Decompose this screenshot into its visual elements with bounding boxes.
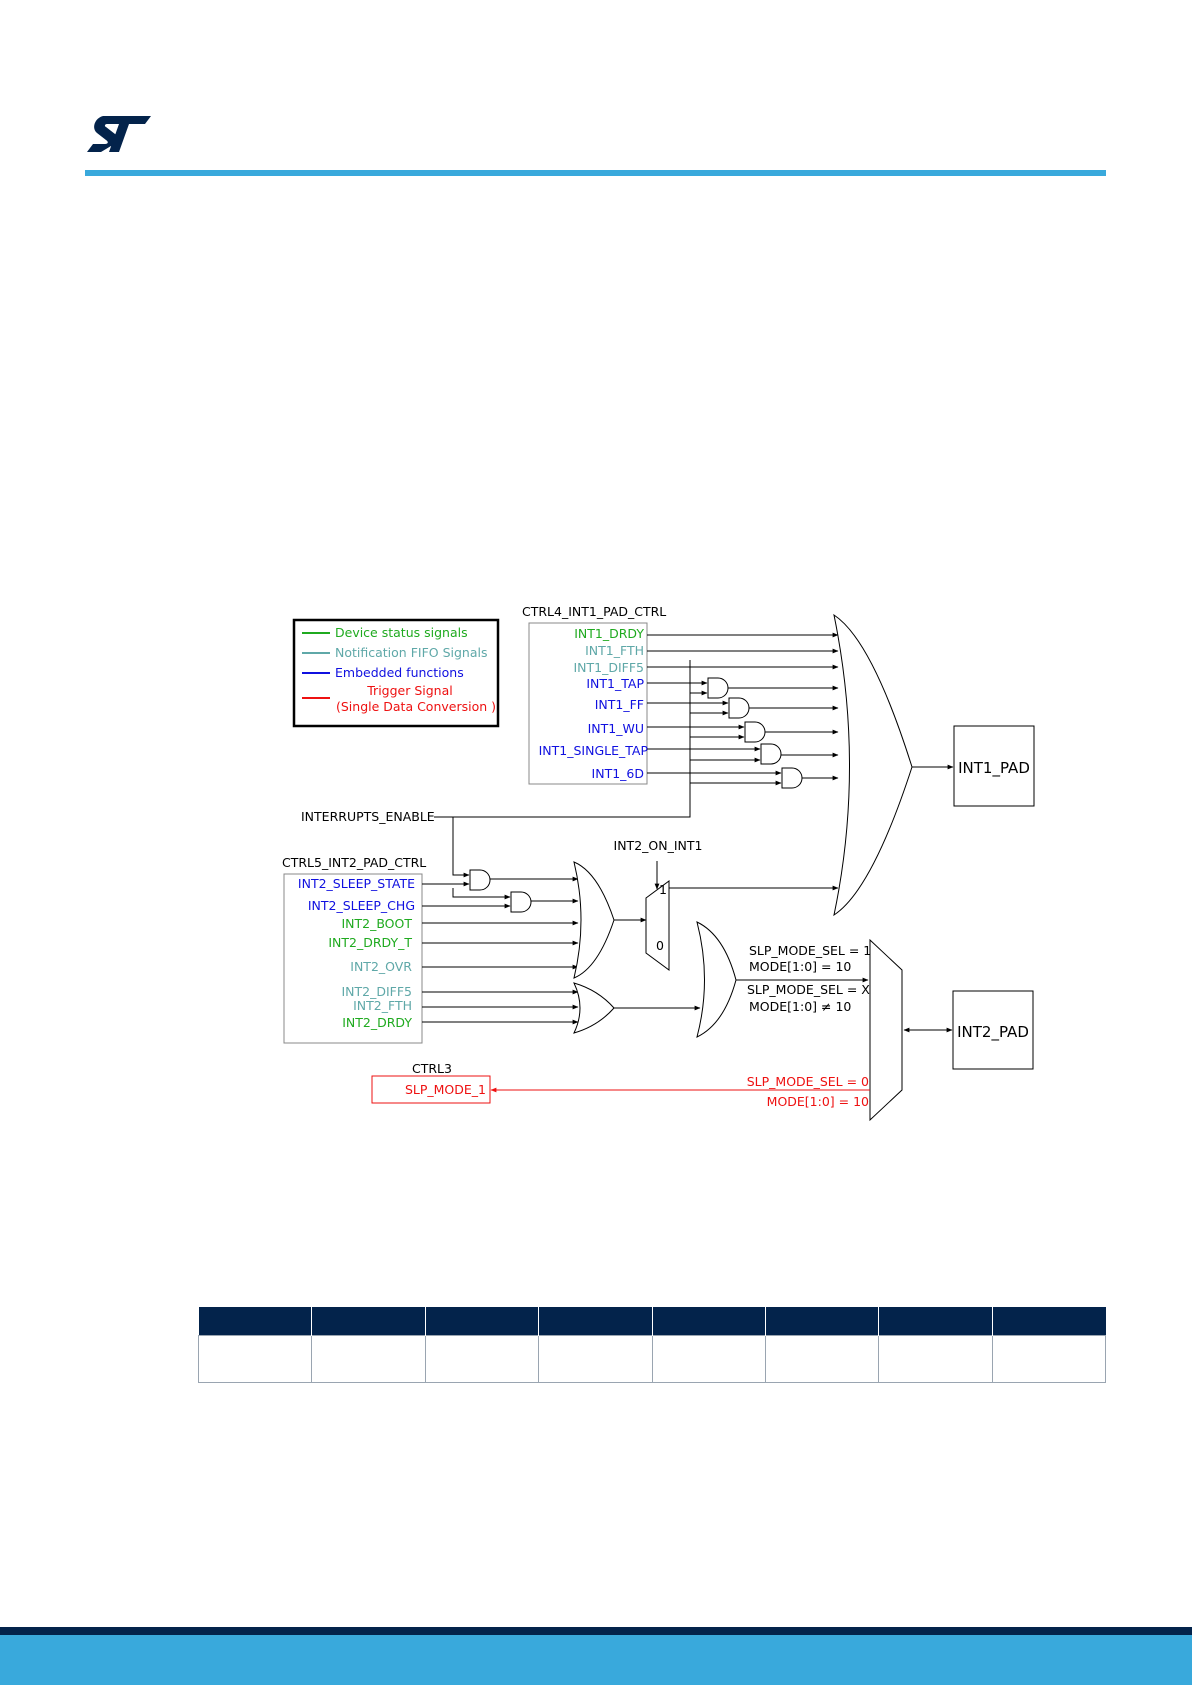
mode-mux — [869, 938, 903, 1122]
int1-single-tap-label: INT1_SINGLE_TAP — [539, 743, 649, 758]
register-header-cell — [425, 1307, 540, 1336]
int2-on-int1-label: INT2_ON_INT1 — [614, 838, 703, 853]
register-cell — [311, 1335, 426, 1383]
register-table — [197, 1307, 1107, 1383]
ctrl4-block: CTRL4_INT1_PAD_CTRL INT1_DRDY INT1_FTH I… — [522, 604, 666, 785]
register-table-header — [198, 1307, 1106, 1336]
ctrl3-block — [371, 1075, 491, 1104]
int1-and-gates — [707, 677, 803, 789]
register-header-cell — [311, 1307, 426, 1336]
int1-ff-label: INT1_FF — [595, 697, 644, 712]
int2-pad: INT2_PAD — [952, 990, 1034, 1070]
st-logo-icon — [87, 116, 151, 152]
int1-pad: INT1_PAD — [953, 725, 1035, 807]
mode-c-line2: MODE[1:0] = 10 — [767, 1094, 869, 1109]
register-cell — [764, 1335, 880, 1383]
int2-fth-label: INT2_FTH — [353, 998, 412, 1013]
int2-boot-label: INT2_BOOT — [341, 916, 412, 931]
and-gate-sleep-state — [469, 869, 491, 891]
int1-tap-label: INT1_TAP — [586, 676, 644, 691]
int2-on-int1-mux — [645, 880, 670, 971]
ctrl5-wiring — [422, 861, 869, 1025]
and-gate-ff — [728, 697, 750, 719]
legend-trigger-label: Trigger Signal — [366, 683, 452, 698]
int1-diff5-label: INT1_DIFF5 — [573, 660, 644, 675]
footer-band — [0, 1635, 1192, 1685]
and-gate-wu — [744, 721, 766, 743]
mode-b-line1: SLP_MODE_SEL = X — [747, 982, 870, 997]
legend-fifo-label: Notification FIFO Signals — [335, 645, 487, 660]
int1-wu-label: INT1_WU — [588, 721, 644, 736]
and-gate-single-tap — [760, 743, 782, 765]
int2-pad-label: INT2_PAD — [957, 1023, 1029, 1042]
or-gate-int2-events — [573, 861, 615, 979]
register-header-cell — [198, 1307, 313, 1336]
register-header-cell — [538, 1307, 653, 1336]
ctrl4-wiring — [434, 632, 954, 818]
register-cell — [991, 1335, 1107, 1383]
register-cell — [538, 1335, 653, 1383]
register-cell — [651, 1335, 766, 1383]
footer-rule — [0, 1627, 1192, 1635]
and-gate-6d — [781, 767, 803, 789]
int2-diff5-label: INT2_DIFF5 — [341, 984, 412, 999]
mode-b-line2: MODE[1:0] ≠ 10 — [749, 999, 851, 1014]
and-gate-tap — [707, 677, 729, 699]
slp-mode-1-label: SLP_MODE_1 — [405, 1082, 486, 1097]
int2-enable-wiring — [452, 817, 511, 900]
register-header-cell — [992, 1307, 1106, 1336]
register-header-cell — [878, 1307, 993, 1336]
int2-sleep-state-label: INT2_SLEEP_STATE — [298, 876, 415, 891]
register-cell — [878, 1335, 993, 1383]
int2-ovr-label: INT2_OVR — [350, 959, 412, 974]
table-row — [197, 1335, 1107, 1383]
mux-input-1: 1 — [659, 882, 667, 897]
mode-a-line2: MODE[1:0] = 10 — [749, 959, 851, 974]
int2-and-gates — [469, 869, 532, 913]
register-header-cell — [652, 1307, 766, 1336]
mux-input-0: 0 — [656, 938, 664, 953]
or-gate-int2-combined — [696, 921, 737, 1038]
ctrl3-title: CTRL3 — [412, 1061, 452, 1076]
int1-pad-label: INT1_PAD — [958, 759, 1030, 778]
legend-device-label: Device status signals — [335, 625, 468, 640]
ctrl5-block: CTRL5_INT2_PAD_CTRL INT2_SLEEP_STATE INT… — [282, 855, 426, 1044]
int2-drdy-label: INT2_DRDY — [342, 1015, 412, 1030]
and-gate-sleep-chg — [510, 891, 532, 913]
int1-or-gate — [833, 613, 913, 917]
int1-drdy-label: INT1_DRDY — [574, 626, 644, 641]
register-cell — [424, 1335, 540, 1383]
mode-a-line1: SLP_MODE_SEL = 1 — [749, 943, 871, 958]
legend: Device status signals Notification FIFO … — [292, 618, 500, 728]
header-rule — [85, 170, 1106, 176]
register-cell — [197, 1335, 313, 1383]
int2-drdy-t-label: INT2_DRDY_T — [328, 935, 412, 950]
legend-trigger-sublabel: (Single Data Conversion ) — [336, 699, 496, 714]
int2-sleep-chg-label: INT2_SLEEP_CHG — [308, 898, 415, 913]
ctrl5-title: CTRL5_INT2_PAD_CTRL — [282, 855, 426, 870]
or-gate-int2-fifo — [573, 982, 615, 1034]
register-header-cell — [765, 1307, 880, 1336]
interrupts-enable-label: INTERRUPTS_ENABLE — [301, 809, 435, 824]
legend-embedded-label: Embedded functions — [335, 665, 464, 680]
mode-c-line1: SLP_MODE_SEL = 0 — [747, 1074, 869, 1089]
ctrl4-title: CTRL4_INT1_PAD_CTRL — [522, 604, 666, 619]
int1-fth-label: INT1_FTH — [585, 643, 644, 658]
int2-or-gates — [573, 861, 737, 1038]
int1-6d-label: INT1_6D — [592, 766, 644, 781]
